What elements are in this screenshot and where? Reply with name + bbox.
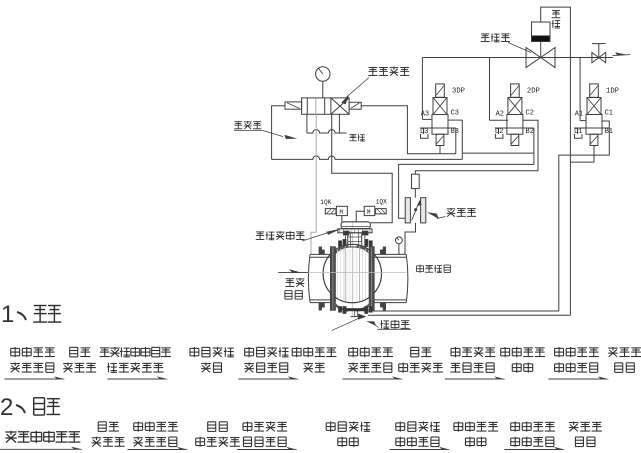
svg-text:1QX: 1QX (376, 198, 387, 205)
svg-text:C3: C3 (451, 110, 459, 118)
svg-text:D2: D2 (495, 128, 503, 136)
svg-text:C1: C1 (605, 110, 613, 118)
svg-text:D3: D3 (420, 128, 428, 136)
svg-text:A2: A2 (496, 110, 504, 118)
svg-text:A3: A3 (421, 110, 429, 118)
svg-text:2DP: 2DP (527, 88, 540, 96)
svg-text:B2: B2 (526, 128, 534, 136)
svg-text:B3: B3 (451, 128, 459, 136)
svg-text:C2: C2 (526, 110, 534, 118)
svg-text:D1: D1 (574, 128, 582, 136)
svg-text:M: M (339, 209, 343, 216)
svg-text:A1: A1 (575, 110, 583, 118)
svg-text:1DP: 1DP (606, 88, 619, 96)
svg-text:1: 1 (1, 301, 14, 328)
svg-text:1QK: 1QK (320, 199, 331, 206)
svg-text:M: M (367, 209, 371, 216)
svg-text:3DP: 3DP (452, 88, 465, 96)
svg-text:2: 2 (0, 394, 13, 421)
